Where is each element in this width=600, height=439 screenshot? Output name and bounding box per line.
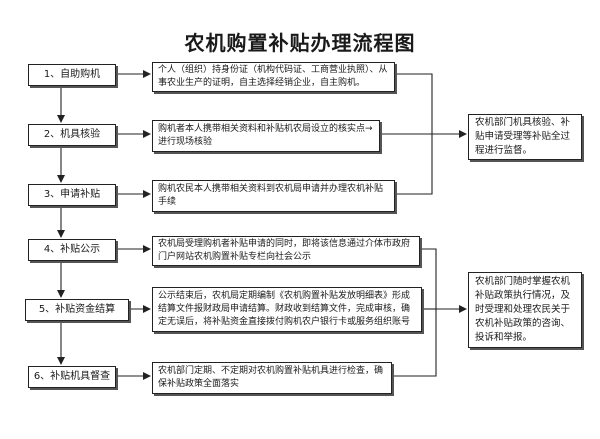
step-4-description-box: 农机局受理购机者补贴申请的同时，即将该信息通过介体市政府门户网站农机购置补贴专栏… bbox=[152, 236, 420, 266]
step-1-label: 1、自助购机 bbox=[43, 69, 101, 80]
step-1-description: 个人（组织）持身份证（机构代码证、工商营业执照）、从事农业生产的证明，自主选择经… bbox=[158, 65, 388, 88]
step-4-label: 4、补贴公示 bbox=[43, 244, 101, 255]
step-1-description-box: 个人（组织）持身份证（机构代码证、工商营业执照）、从事农业生产的证明，自主选择经… bbox=[152, 62, 395, 92]
step-3-description-box: 购机农民本人携带相关资料到农机局申请并办理农机补贴手续 bbox=[152, 180, 395, 212]
bracket-lower bbox=[392, 248, 437, 377]
step-2-description: 购机者本人携带相关资料和补贴机农局设立的核实点→进行现场核验 bbox=[158, 124, 373, 147]
policy-consultation-note-box: 农机部门随时掌握农机补贴政策执行情况，及时受理和处理农民关于农机补贴政策的咨询、… bbox=[468, 272, 582, 348]
step-3-description: 购机农民本人携带相关资料到农机局申请并办理农机补贴手续 bbox=[158, 184, 384, 207]
step-6-box: 6、补贴机具督查 bbox=[28, 366, 116, 388]
step-4-box: 4、补贴公示 bbox=[28, 239, 116, 261]
step-5-label: 5、补贴资金结算 bbox=[38, 304, 116, 315]
step-3-box: 3、申请补贴 bbox=[28, 184, 116, 206]
step-6-label: 6、补贴机具督查 bbox=[33, 371, 111, 382]
step-5-description: 公示结束后，农机局定期编制《农机购置补贴发放明细表》形成结算文件报财政局申请结算… bbox=[158, 291, 411, 327]
supervision-note-box: 农机部门机具核验、补贴申请受理等补贴全过程进行监督。 bbox=[468, 114, 582, 160]
step-2-box: 2、机具核验 bbox=[28, 124, 116, 146]
supervision-note: 农机部门机具核验、补贴申请受理等补贴全过程进行监督。 bbox=[475, 117, 571, 156]
step-2-description-box: 购机者本人携带相关资料和补贴机农局设立的核实点→进行现场核验 bbox=[152, 120, 380, 152]
policy-consultation-note: 农机部门随时掌握农机补贴政策执行情况，及时受理和处理农民关于农机补贴政策的咨询、… bbox=[475, 276, 571, 343]
step-1-box: 1、自助购机 bbox=[28, 64, 116, 86]
step-6-description-box: 农机部门定期、不定期对农机购置补贴机具进行检查，确保补贴政策全面落实 bbox=[152, 362, 392, 394]
page-title: 农机购置补贴办理流程图 bbox=[184, 31, 416, 55]
step-2-label: 2、机具核验 bbox=[43, 129, 101, 140]
step-3-label: 3、申请补贴 bbox=[43, 189, 101, 200]
step-5-description-box: 公示结束后，农机局定期编制《农机购置补贴发放明细表》形成结算文件报财政局申请结算… bbox=[152, 287, 422, 332]
step-6-description: 农机部门定期、不定期对农机购置补贴机具进行检查，确保补贴政策全面落实 bbox=[158, 366, 384, 389]
step-5-box: 5、补贴资金结算 bbox=[25, 299, 129, 321]
step-4-description: 农机局受理购机者补贴申请的同时，即将该信息通过介体市政府门户网站农机购置补贴专栏… bbox=[158, 239, 411, 262]
